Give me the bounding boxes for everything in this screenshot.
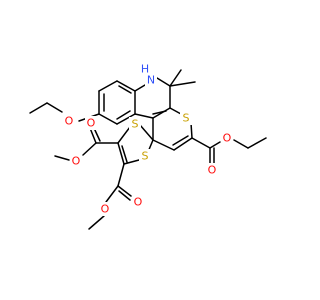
molecule-canvas: H N S S S O O O	[29, 63, 267, 230]
bond	[247, 137, 267, 149]
oxygen-atom-ester-right-ether: O	[221, 131, 233, 145]
bond	[98, 80, 118, 92]
bond	[169, 81, 196, 87]
atom-layer: H N S S S O O O	[63, 63, 233, 216]
svg-text:S: S	[183, 112, 190, 125]
sulfur-atom-thiopyran: S	[180, 111, 192, 125]
sulfur-atom-dithiole-bottom: S	[139, 149, 151, 163]
svg-text:O: O	[208, 164, 217, 177]
oxygen-atom-ester-left-ether: O	[70, 154, 82, 168]
bond	[118, 85, 132, 94]
svg-text:O: O	[134, 196, 143, 209]
oxygen-atom-ester-bottom-ether: O	[99, 202, 111, 216]
svg-text:O: O	[65, 115, 74, 128]
bond	[152, 107, 171, 119]
bond	[173, 137, 193, 151]
bond-layer	[29, 69, 267, 230]
bond	[156, 77, 171, 87]
bond	[88, 215, 105, 230]
oxygen-atom-ester-right-carbonyl: O	[206, 163, 218, 177]
bond	[89, 127, 97, 144]
bond	[209, 141, 221, 149]
svg-text:O: O	[223, 132, 232, 145]
oxygen-atom-ethoxy: O	[63, 114, 75, 128]
sulfur-atom-dithiole-top: S	[129, 117, 141, 131]
bond	[152, 110, 167, 115]
oxygen-atom-ester-left-carbonyl: O	[85, 116, 97, 130]
bond	[116, 80, 136, 92]
bond	[134, 113, 154, 119]
bond	[152, 139, 175, 151]
bond	[134, 84, 146, 92]
bond	[139, 124, 154, 141]
bond	[105, 185, 119, 203]
svg-text:H: H	[141, 63, 149, 76]
bond	[117, 142, 125, 165]
svg-text:S: S	[132, 118, 139, 131]
svg-text:O: O	[87, 117, 96, 130]
bond	[191, 137, 211, 149]
svg-text:S: S	[142, 150, 149, 163]
bond	[117, 163, 125, 187]
bond	[117, 126, 131, 144]
nh-hydrogen: H	[140, 63, 150, 76]
bond	[123, 159, 140, 165]
svg-text:N: N	[147, 74, 155, 87]
bond	[172, 135, 189, 146]
bond	[169, 107, 182, 115]
nitrogen-atom: N	[145, 73, 157, 87]
bond	[117, 185, 132, 197]
structure-diagram: H N S S S O O O	[29, 63, 267, 230]
bond	[190, 122, 193, 139]
bond	[121, 145, 128, 163]
bond	[93, 127, 101, 142]
bond	[116, 113, 136, 125]
svg-text:O: O	[72, 155, 81, 168]
bond	[46, 102, 63, 113]
oxygen-atom-ester-bottom-carbonyl: O	[132, 195, 144, 209]
bond	[29, 102, 48, 114]
bond	[82, 142, 97, 156]
bond	[116, 110, 131, 120]
bond	[54, 155, 70, 161]
svg-text:O: O	[101, 203, 110, 216]
bond	[98, 113, 118, 125]
bond	[233, 139, 249, 149]
bond	[169, 69, 182, 87]
bond	[118, 190, 131, 201]
